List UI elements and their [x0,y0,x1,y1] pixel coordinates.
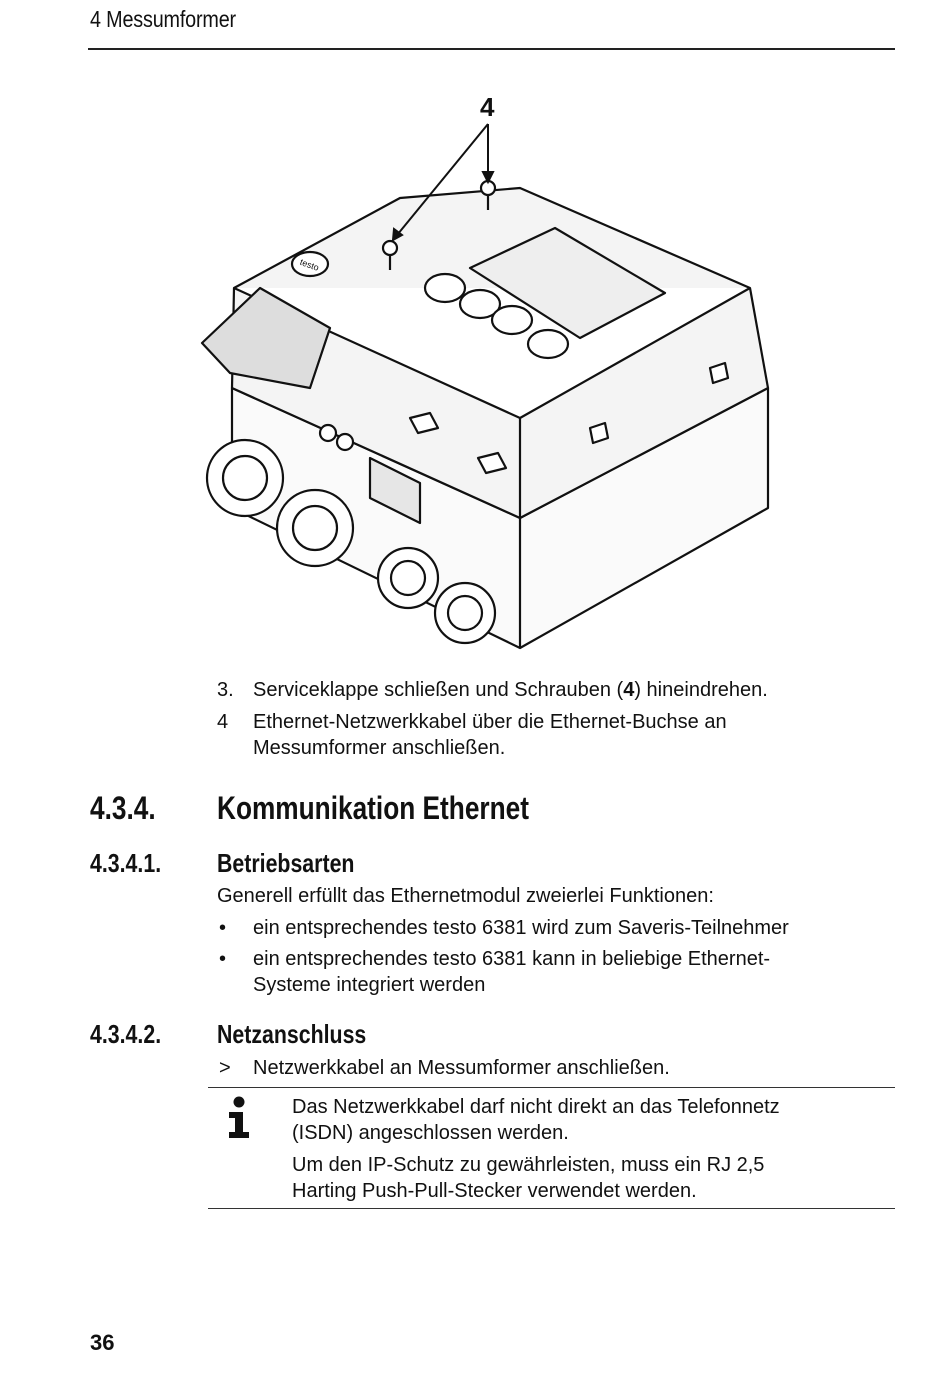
note-paragraph-2: Um den IP-Schutz zu gewährleisten, muss … [292,1152,882,1204]
note-line: Das Netzwerkkabel darf nicht direkt an d… [292,1096,780,1118]
step-text-post: ) hineindrehen. [634,679,768,701]
bullet-text: ein entsprechendes testo 6381 kann in be… [253,946,893,998]
note-bottom-rule [208,1208,895,1209]
step-number: 4 [217,711,229,733]
info-icon [229,1096,249,1138]
step-text: Ethernet-Netzwerkkabel über die Ethernet… [253,709,893,761]
bullet-text: ein entsprechendes testo 6381 wird zum S… [253,917,789,939]
step-number: 3. [217,679,234,701]
step-text-ref: 4 [623,679,635,701]
header-rule [88,48,895,50]
note-top-rule [208,1087,895,1088]
intro-paragraph: Generell erfüllt das Ethernetmodul zweie… [217,885,714,907]
step-text-line1: Ethernet-Netzwerkkabel über die Ethernet… [253,711,727,733]
section-number: 4.3.4. [90,790,156,826]
note-line: Harting Push-Pull-Stecker verwendet werd… [292,1180,697,1202]
step-text: Serviceklappe schließen und Schrauben (4… [253,677,893,703]
note-line: (ISDN) angeschlossen werden. [292,1122,569,1144]
bullet-text-line1: ein entsprechendes testo 6381 kann in be… [253,948,771,970]
bullet-mark: • [219,917,227,939]
device-illustration: 4 testo [200,92,770,650]
subsection-number: 4.3.4.1. [90,848,162,878]
step-text-pre: Serviceklappe schließen und Schrauben ( [253,679,624,701]
page-number: 36 [90,1330,115,1355]
action-mark: > [219,1057,231,1079]
step-text-line2: Messumformer anschließen. [253,737,506,759]
subsection-title: Netzanschluss [217,1019,367,1049]
note-paragraph-1: Das Netzwerkkabel darf nicht direkt an d… [292,1094,882,1146]
action-text: Netzwerkkabel an Messumformer anschließe… [253,1057,670,1079]
figure-callout-label: 4 [480,92,495,122]
section-title: Kommunikation Ethernet [217,790,529,826]
subsection-number: 4.3.4.2. [90,1019,162,1049]
bullet-mark: • [219,948,227,970]
bullet-text-line2: Systeme integriert werden [253,974,486,996]
note-line: Um den IP-Schutz zu gewährleisten, muss … [292,1154,765,1176]
running-header: 4 Messumformer [90,6,236,32]
subsection-title: Betriebsarten [217,848,355,878]
